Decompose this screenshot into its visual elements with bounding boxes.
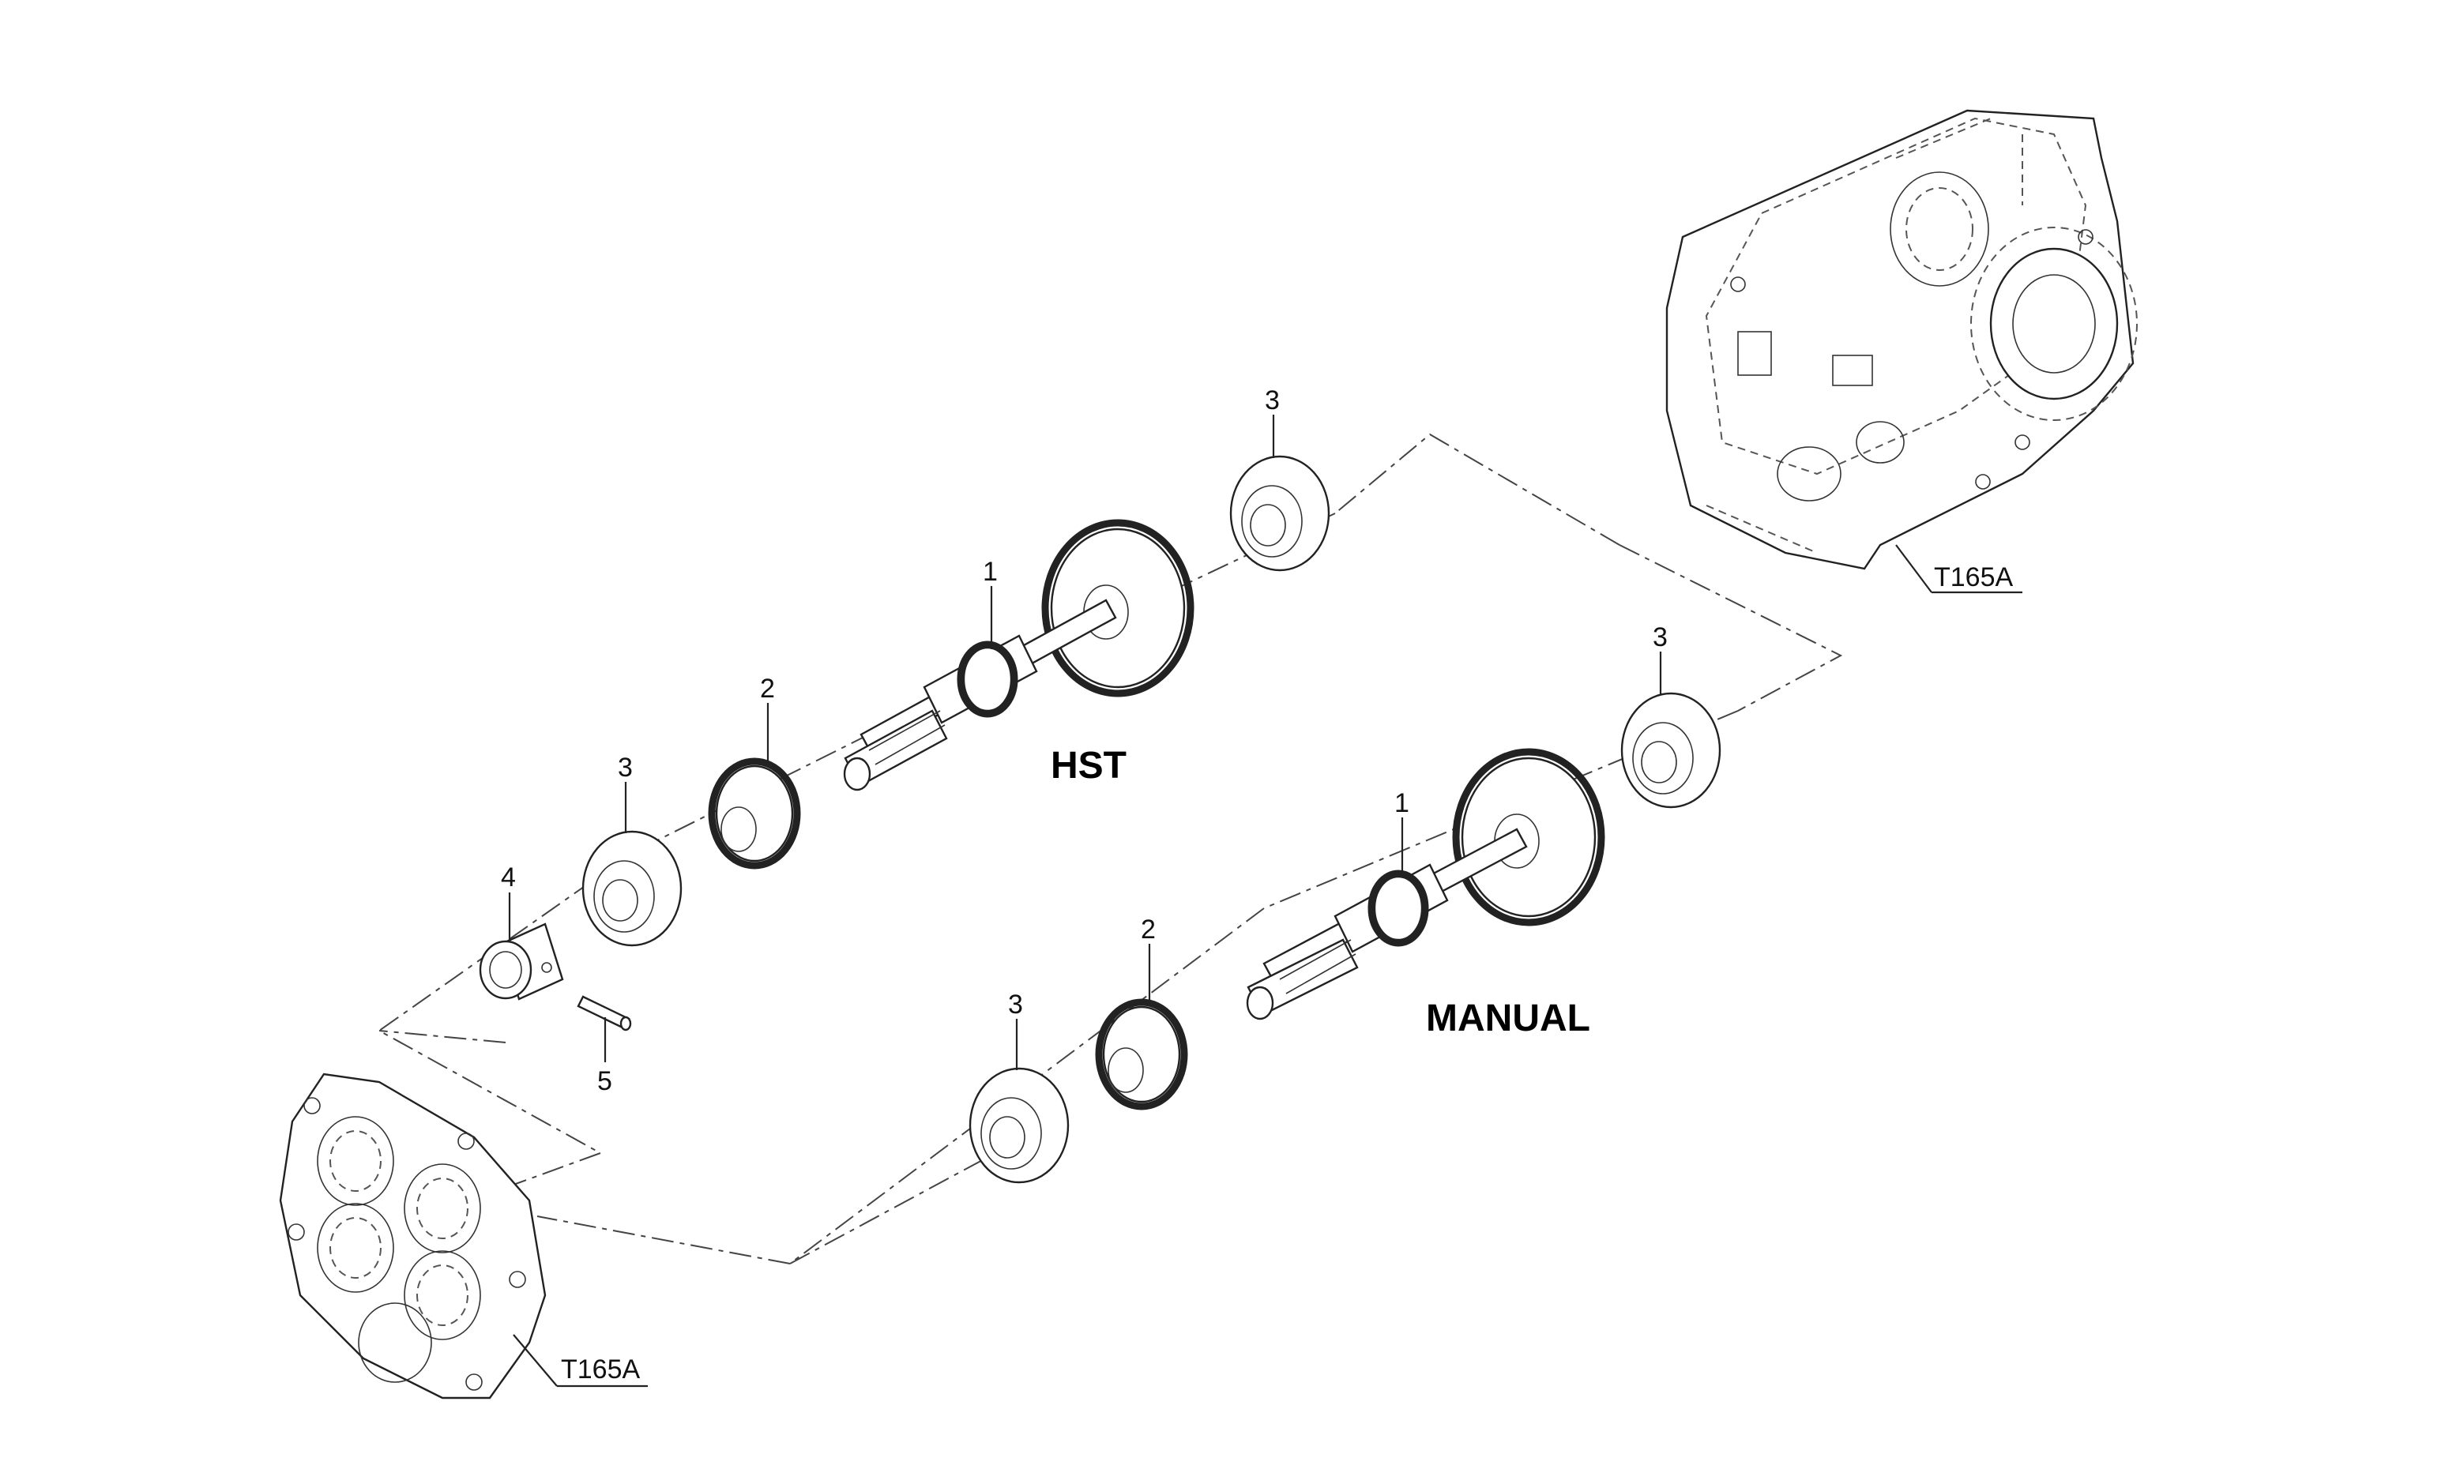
callout-manual-bearing-bottom: 3 (1008, 990, 1023, 1020)
manual-bearing-top[interactable] (1620, 692, 1721, 809)
manual-bearing-bottom[interactable] (969, 1067, 1070, 1184)
transmission-case[interactable] (1665, 109, 2138, 594)
callout-labels: 1 2 3 3 1 2 3 3 4 5 (501, 385, 1668, 1096)
hst-drive-gear[interactable] (1041, 519, 1194, 697)
manual-label: MANUAL (1426, 997, 1590, 1039)
hst-bearing-bottom[interactable] (581, 830, 683, 947)
hst-bearing-top[interactable] (1229, 455, 1330, 572)
collar[interactable] (479, 922, 564, 1001)
svg-text:HST: HST (1051, 745, 1127, 787)
hst-label: HST (1051, 745, 1127, 787)
callout-manual-gear: 2 (1141, 915, 1156, 945)
hst-gear-shaft[interactable] (843, 599, 1117, 791)
cover-plate[interactable] (279, 1073, 648, 1399)
case-reference-label: T165A (1934, 562, 2013, 592)
callout-manual-bearing-top: 3 (1653, 622, 1668, 652)
svg-text:MANUAL: MANUAL (1426, 997, 1590, 1039)
manual-gear-shaft[interactable] (1246, 828, 1528, 1020)
callout-pin: 5 (597, 1066, 612, 1096)
leader-lines (508, 415, 1662, 1070)
callout-hst-bearing-bottom: 3 (618, 753, 633, 783)
pin[interactable] (577, 995, 632, 1031)
callout-hst-bearing-top: 3 (1265, 385, 1280, 415)
manual-drive-gear[interactable] (1452, 748, 1605, 926)
manual-small-gear[interactable] (1095, 998, 1188, 1110)
callout-hst-gear-shaft: 1 (983, 557, 998, 587)
callout-hst-gear: 2 (760, 674, 775, 704)
hst-small-gear[interactable] (708, 757, 801, 870)
cover-reference-label: T165A (561, 1354, 640, 1384)
callout-manual-gear-shaft: 1 (1394, 788, 1409, 818)
callout-collar: 4 (501, 862, 516, 892)
